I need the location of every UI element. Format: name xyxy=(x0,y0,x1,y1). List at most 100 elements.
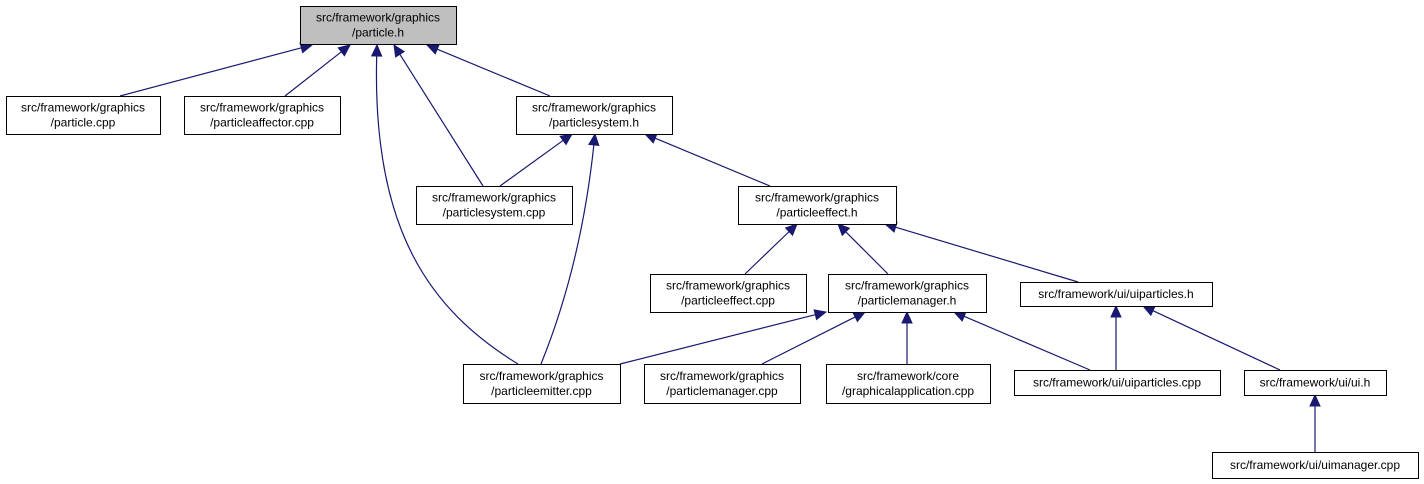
arrowhead xyxy=(1309,393,1321,407)
node-label-line: src/framework/graphics xyxy=(666,279,790,293)
edge-particleaffector-cpp-to-particle-h xyxy=(284,44,351,97)
node-label-line: src/framework/graphics xyxy=(845,279,969,293)
edge-particleeffect-h-to-particlesystem-h xyxy=(643,133,771,187)
node-particleaffector-cpp[interactable]: src/framework/graphics/particleaffector.… xyxy=(184,96,341,135)
arrowhead xyxy=(337,44,351,57)
edge-line xyxy=(1152,310,1281,371)
arrowhead xyxy=(393,43,406,58)
node-box xyxy=(300,6,457,45)
node-label-line: /particlemanager.cpp xyxy=(666,384,778,398)
node-uiparticles-cpp[interactable]: src/framework/ui/uiparticles.cpp xyxy=(1014,370,1221,396)
edges-layer xyxy=(119,42,1321,452)
edge-line xyxy=(540,144,595,365)
node-label-line: src/framework/graphics xyxy=(755,191,879,205)
edge-particlesystem-cpp-to-particle-h xyxy=(393,43,484,187)
edge-line xyxy=(619,314,816,365)
node-label-line: /particlesystem.cpp xyxy=(443,206,546,220)
node-box xyxy=(738,186,897,225)
edge-line xyxy=(499,139,564,187)
edge-line xyxy=(284,51,342,97)
node-box xyxy=(828,274,987,313)
arrowhead xyxy=(784,223,798,237)
node-particlesystem-cpp[interactable]: src/framework/graphics/particlesystem.cp… xyxy=(416,186,573,225)
edge-line xyxy=(963,315,1091,371)
node-box xyxy=(184,96,341,135)
arrowhead xyxy=(1141,305,1156,317)
node-label-line: src/framework/graphics xyxy=(479,369,603,383)
node-label-line: src/framework/graphics xyxy=(432,191,556,205)
node-label-line: /particle.cpp xyxy=(51,116,116,130)
arrowhead xyxy=(588,132,600,147)
node-box xyxy=(463,364,621,404)
node-label-line: src/framework/ui/uiparticles.h xyxy=(1038,287,1193,301)
edge-particleemitter-cpp-to-particlemanager-h xyxy=(619,309,828,365)
node-particlesystem-h[interactable]: src/framework/graphics/particlesystem.h xyxy=(516,96,673,135)
node-box xyxy=(1244,370,1387,396)
node-label-line: src/framework/core xyxy=(857,369,959,383)
node-uimanager-cpp[interactable]: src/framework/ui/uimanager.cpp xyxy=(1212,452,1419,479)
edge-line xyxy=(436,48,551,97)
edge-particle-cpp-to-particle-h xyxy=(119,42,314,97)
edge-line xyxy=(119,47,302,97)
node-particleeffect-h[interactable]: src/framework/graphics/particleeffect.h xyxy=(738,186,897,225)
node-label-line: /particle.h xyxy=(352,26,404,40)
edge-line xyxy=(845,231,889,275)
node-label-line: src/framework/graphics xyxy=(21,101,145,115)
nodes-layer: src/framework/graphics/particle.hsrc/fra… xyxy=(6,6,1419,479)
node-box xyxy=(644,364,801,404)
node-box xyxy=(1212,452,1419,479)
node-graphicalapplication-cpp[interactable]: src/framework/core/graphicalapplication.… xyxy=(826,364,991,404)
arrowhead xyxy=(837,223,851,237)
node-label-line: src/framework/ui/uimanager.cpp xyxy=(1230,458,1400,472)
edge-line xyxy=(375,55,519,365)
arrowhead xyxy=(559,133,573,146)
edge-line xyxy=(895,226,1079,283)
edge-particleemitter-cpp-to-particle-h xyxy=(370,43,519,365)
node-label-line: src/framework/graphics xyxy=(200,101,324,115)
node-box xyxy=(516,96,673,135)
node-label-line: /particleeffect.h xyxy=(776,206,857,220)
edge-particleemitter-cpp-to-particlesystem-h xyxy=(540,132,600,365)
arrowhead xyxy=(901,310,913,324)
arrowhead xyxy=(370,43,383,57)
node-particlemanager-h[interactable]: src/framework/graphics/particlemanager.h xyxy=(828,274,987,313)
edge-uiparticles-h-to-particleeffect-h xyxy=(883,221,1079,283)
node-particlemanager-cpp[interactable]: src/framework/graphics/particlemanager.c… xyxy=(644,364,801,404)
node-particle-h[interactable]: src/framework/graphics/particle.h xyxy=(300,6,457,45)
node-particleeffect-cpp[interactable]: src/framework/graphics/particleeffect.cp… xyxy=(650,274,807,313)
node-label-line: src/framework/graphics xyxy=(532,101,656,115)
node-label-line: /particlesystem.h xyxy=(549,116,639,130)
edge-particleeffect-cpp-to-particleeffect-h xyxy=(744,223,798,275)
node-box xyxy=(1014,370,1221,396)
node-label-line: src/framework/ui/uiparticles.cpp xyxy=(1033,376,1201,390)
node-label-line: /graphicalapplication.cpp xyxy=(842,384,974,398)
node-particleemitter-cpp[interactable]: src/framework/graphics/particleemitter.c… xyxy=(463,364,621,404)
node-particle-cpp[interactable]: src/framework/graphics/particle.cpp xyxy=(6,96,161,135)
edge-ui-h-to-uiparticles-h xyxy=(1141,305,1281,371)
arrowhead xyxy=(952,311,967,322)
edge-line xyxy=(744,231,790,275)
arrowhead xyxy=(425,44,440,55)
arrowhead xyxy=(813,309,828,321)
node-ui-h[interactable]: src/framework/ui/ui.h xyxy=(1244,370,1387,396)
edge-particlemanager-h-to-particleeffect-h xyxy=(837,223,889,275)
edge-line xyxy=(654,137,771,187)
edge-uiparticles-cpp-to-particlemanager-h xyxy=(952,311,1091,371)
edge-particlesystem-cpp-to-particlesystem-h xyxy=(499,133,573,187)
arrowhead xyxy=(852,311,867,323)
node-box xyxy=(826,364,991,404)
edge-line xyxy=(399,53,484,187)
node-label-line: src/framework/graphics xyxy=(660,369,784,383)
node-box xyxy=(1020,282,1213,307)
edge-uimanager-cpp-to-ui-h xyxy=(1309,393,1321,452)
node-box xyxy=(6,96,161,135)
edge-particlesystem-h-to-particle-h xyxy=(425,44,551,97)
edge-graphicalapplication-cpp-to-particlemanager-h xyxy=(901,310,913,364)
node-box xyxy=(416,186,573,225)
node-label-line: /particlemanager.h xyxy=(858,294,957,308)
edge-particlemanager-cpp-to-particlemanager-h xyxy=(761,311,867,365)
node-label-line: /particleemitter.cpp xyxy=(491,384,592,398)
node-uiparticles-h[interactable]: src/framework/ui/uiparticles.h xyxy=(1020,282,1213,307)
node-label-line: /particleaffector.cpp xyxy=(210,116,314,130)
